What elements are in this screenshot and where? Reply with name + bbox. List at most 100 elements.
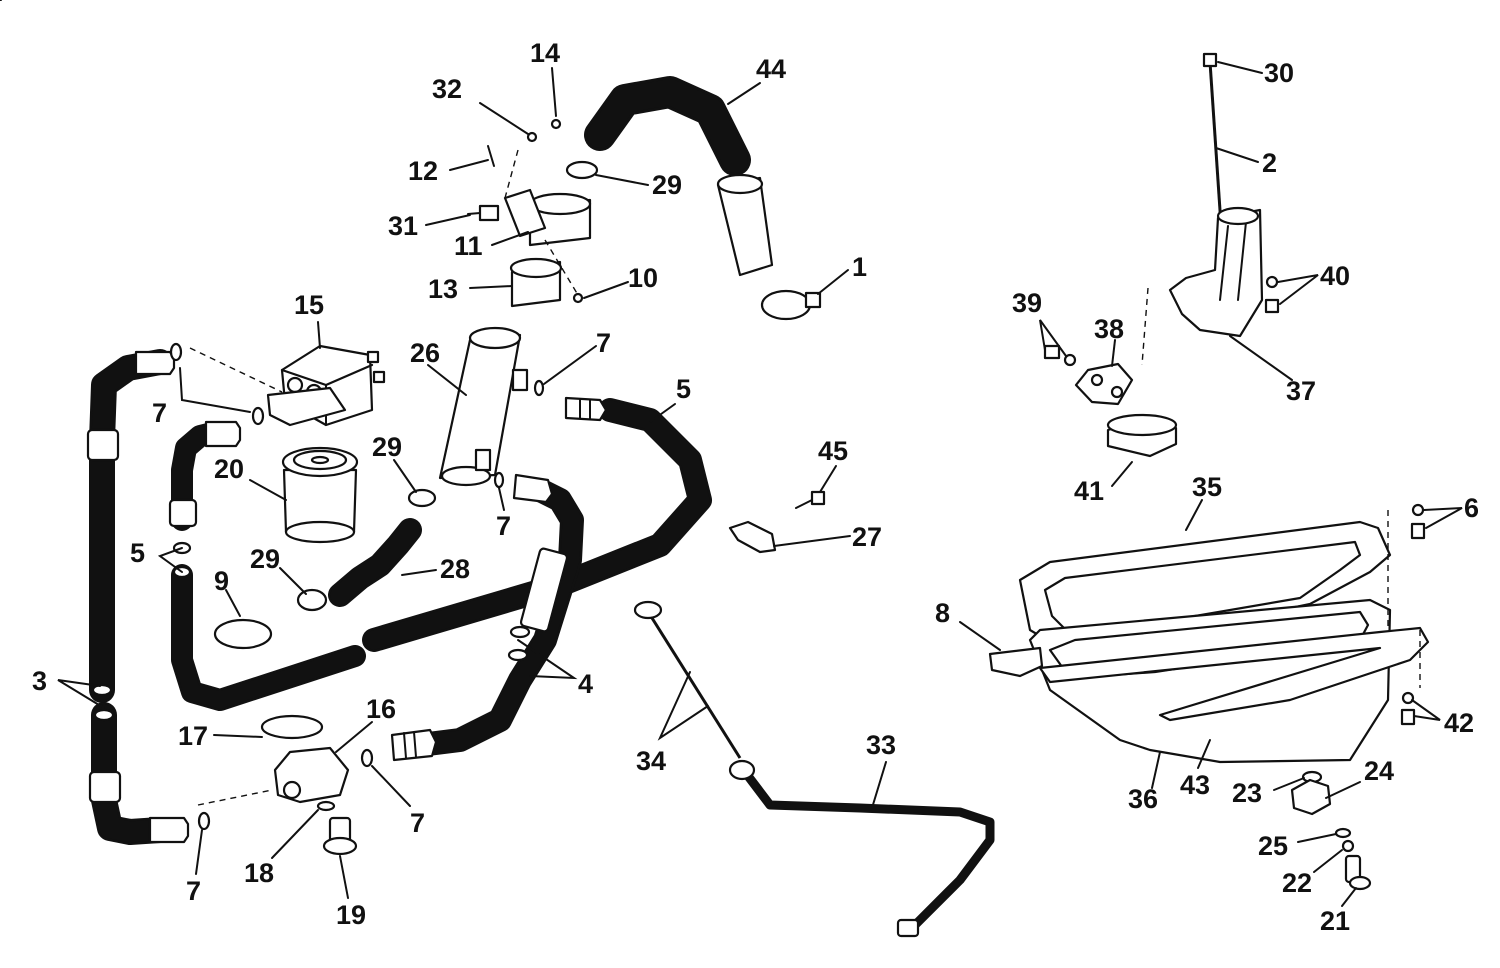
callout-33: 33 <box>866 730 896 760</box>
o-ring-7-c <box>533 379 545 397</box>
clip-27 <box>728 490 826 554</box>
callout-32: 32 <box>432 74 462 104</box>
clamp-29-a <box>296 588 328 612</box>
callout-9: 9 <box>214 566 229 596</box>
washer-39 <box>1063 353 1077 367</box>
callout-23: 23 <box>1232 778 1262 808</box>
washer-32 <box>526 131 538 143</box>
drain-plug-21 <box>1344 854 1372 891</box>
callout-44: 44 <box>756 54 786 84</box>
callout-25: 25 <box>1258 831 1288 861</box>
callout-31: 31 <box>388 211 418 241</box>
o-ring-7-b <box>251 406 265 426</box>
leader-lines <box>0 0 1463 907</box>
callout-5-right: 5 <box>676 374 691 404</box>
callout-17: 17 <box>178 721 208 751</box>
callout-43: 43 <box>1180 770 1210 800</box>
bolt-40 <box>1264 298 1280 314</box>
callout-22: 22 <box>1282 868 1312 898</box>
sleeve-13 <box>509 257 563 308</box>
callout-26: 26 <box>410 338 440 368</box>
callout-8: 8 <box>935 598 950 628</box>
callout-7-e: 7 <box>186 876 201 906</box>
screw-12 <box>487 145 495 167</box>
nut-14 <box>550 118 562 130</box>
callout-29-top: 29 <box>652 170 682 200</box>
clamp-9 <box>213 618 273 650</box>
o-ring-7-e <box>360 748 374 768</box>
hose-28 <box>328 518 422 607</box>
callout-5-left: 5 <box>130 538 145 568</box>
o-ring-7-f <box>197 811 211 831</box>
bolt-39 <box>1043 344 1061 360</box>
bolt-42 <box>1400 708 1416 726</box>
nut-10 <box>572 292 584 304</box>
callout-45: 45 <box>818 436 848 466</box>
callout-7-b: 7 <box>596 328 611 358</box>
oil-cooler-26 <box>438 326 529 487</box>
callout-19: 19 <box>336 900 366 930</box>
pickup-screen-41 <box>1106 413 1178 458</box>
callout-2: 2 <box>1262 148 1277 178</box>
pan-gasket-43 <box>1038 626 1430 722</box>
bolt-6 <box>1410 522 1426 540</box>
callout-38: 38 <box>1094 314 1124 344</box>
callout-18: 18 <box>244 858 274 888</box>
hose-4 <box>390 473 584 762</box>
callout-37: 37 <box>1286 376 1316 406</box>
callout-40: 40 <box>1320 261 1350 291</box>
washer-42 <box>1401 691 1415 705</box>
assembly-guides <box>189 149 1421 806</box>
filter-adapter-15 <box>266 344 386 427</box>
callout-6: 6 <box>1464 493 1479 523</box>
clamp-29-b <box>407 488 437 508</box>
cooler-line-3 <box>86 349 190 845</box>
callout-27: 27 <box>852 522 882 552</box>
callout-15: 15 <box>294 290 324 320</box>
oil-pump-37 <box>1168 206 1264 338</box>
o-ring-17 <box>260 714 324 740</box>
washer-6 <box>1411 503 1425 517</box>
callout-7-c: 7 <box>496 511 511 541</box>
callout-11: 11 <box>454 231 483 261</box>
callout-29-mid: 29 <box>372 432 402 462</box>
bolt-31 <box>467 204 500 222</box>
callout-20: 20 <box>214 454 244 484</box>
callout-29-low: 29 <box>250 544 280 574</box>
pan-gasket-35 <box>1018 520 1392 650</box>
adapter-24 <box>1290 778 1332 816</box>
callout-21: 21 <box>1320 906 1350 936</box>
callout-39: 39 <box>1012 288 1042 318</box>
plug-19 <box>316 800 358 856</box>
o-ring-7-a <box>169 342 183 362</box>
washer-40 <box>1265 275 1279 289</box>
callout-36: 36 <box>1128 784 1158 814</box>
callout-1: 1 <box>852 252 867 282</box>
clamp-29-c <box>565 160 599 180</box>
dipstick-34 <box>633 600 742 759</box>
oil-filter-20 <box>281 446 359 544</box>
filter-base-16 <box>273 746 350 804</box>
gasket-22 <box>1341 839 1355 853</box>
dipstick-tube-2 <box>1202 52 1224 241</box>
bracket-8 <box>988 646 1044 678</box>
callout-12: 12 <box>408 156 438 186</box>
callout-42: 42 <box>1444 708 1474 738</box>
dipstick-tube-33 <box>728 759 995 938</box>
callout-41: 41 <box>1074 476 1104 506</box>
callout-34: 34 <box>636 746 666 776</box>
callout-10: 10 <box>628 263 658 293</box>
callout-30: 30 <box>1264 58 1294 88</box>
callout-13: 13 <box>428 274 458 304</box>
o-ring-7-d <box>493 471 505 489</box>
callout-labels: 1 2 3 4 5 5 6 7 7 7 7 7 8 9 10 11 12 13 … <box>32 38 1479 936</box>
callout-4: 4 <box>578 669 593 699</box>
hose-44 <box>584 76 774 277</box>
callout-16: 16 <box>366 694 396 724</box>
bracket-11 <box>503 188 592 247</box>
washer-25 <box>1334 827 1352 839</box>
gasket-38 <box>1074 362 1134 406</box>
callout-35: 35 <box>1192 472 1222 502</box>
callout-3: 3 <box>32 666 47 696</box>
